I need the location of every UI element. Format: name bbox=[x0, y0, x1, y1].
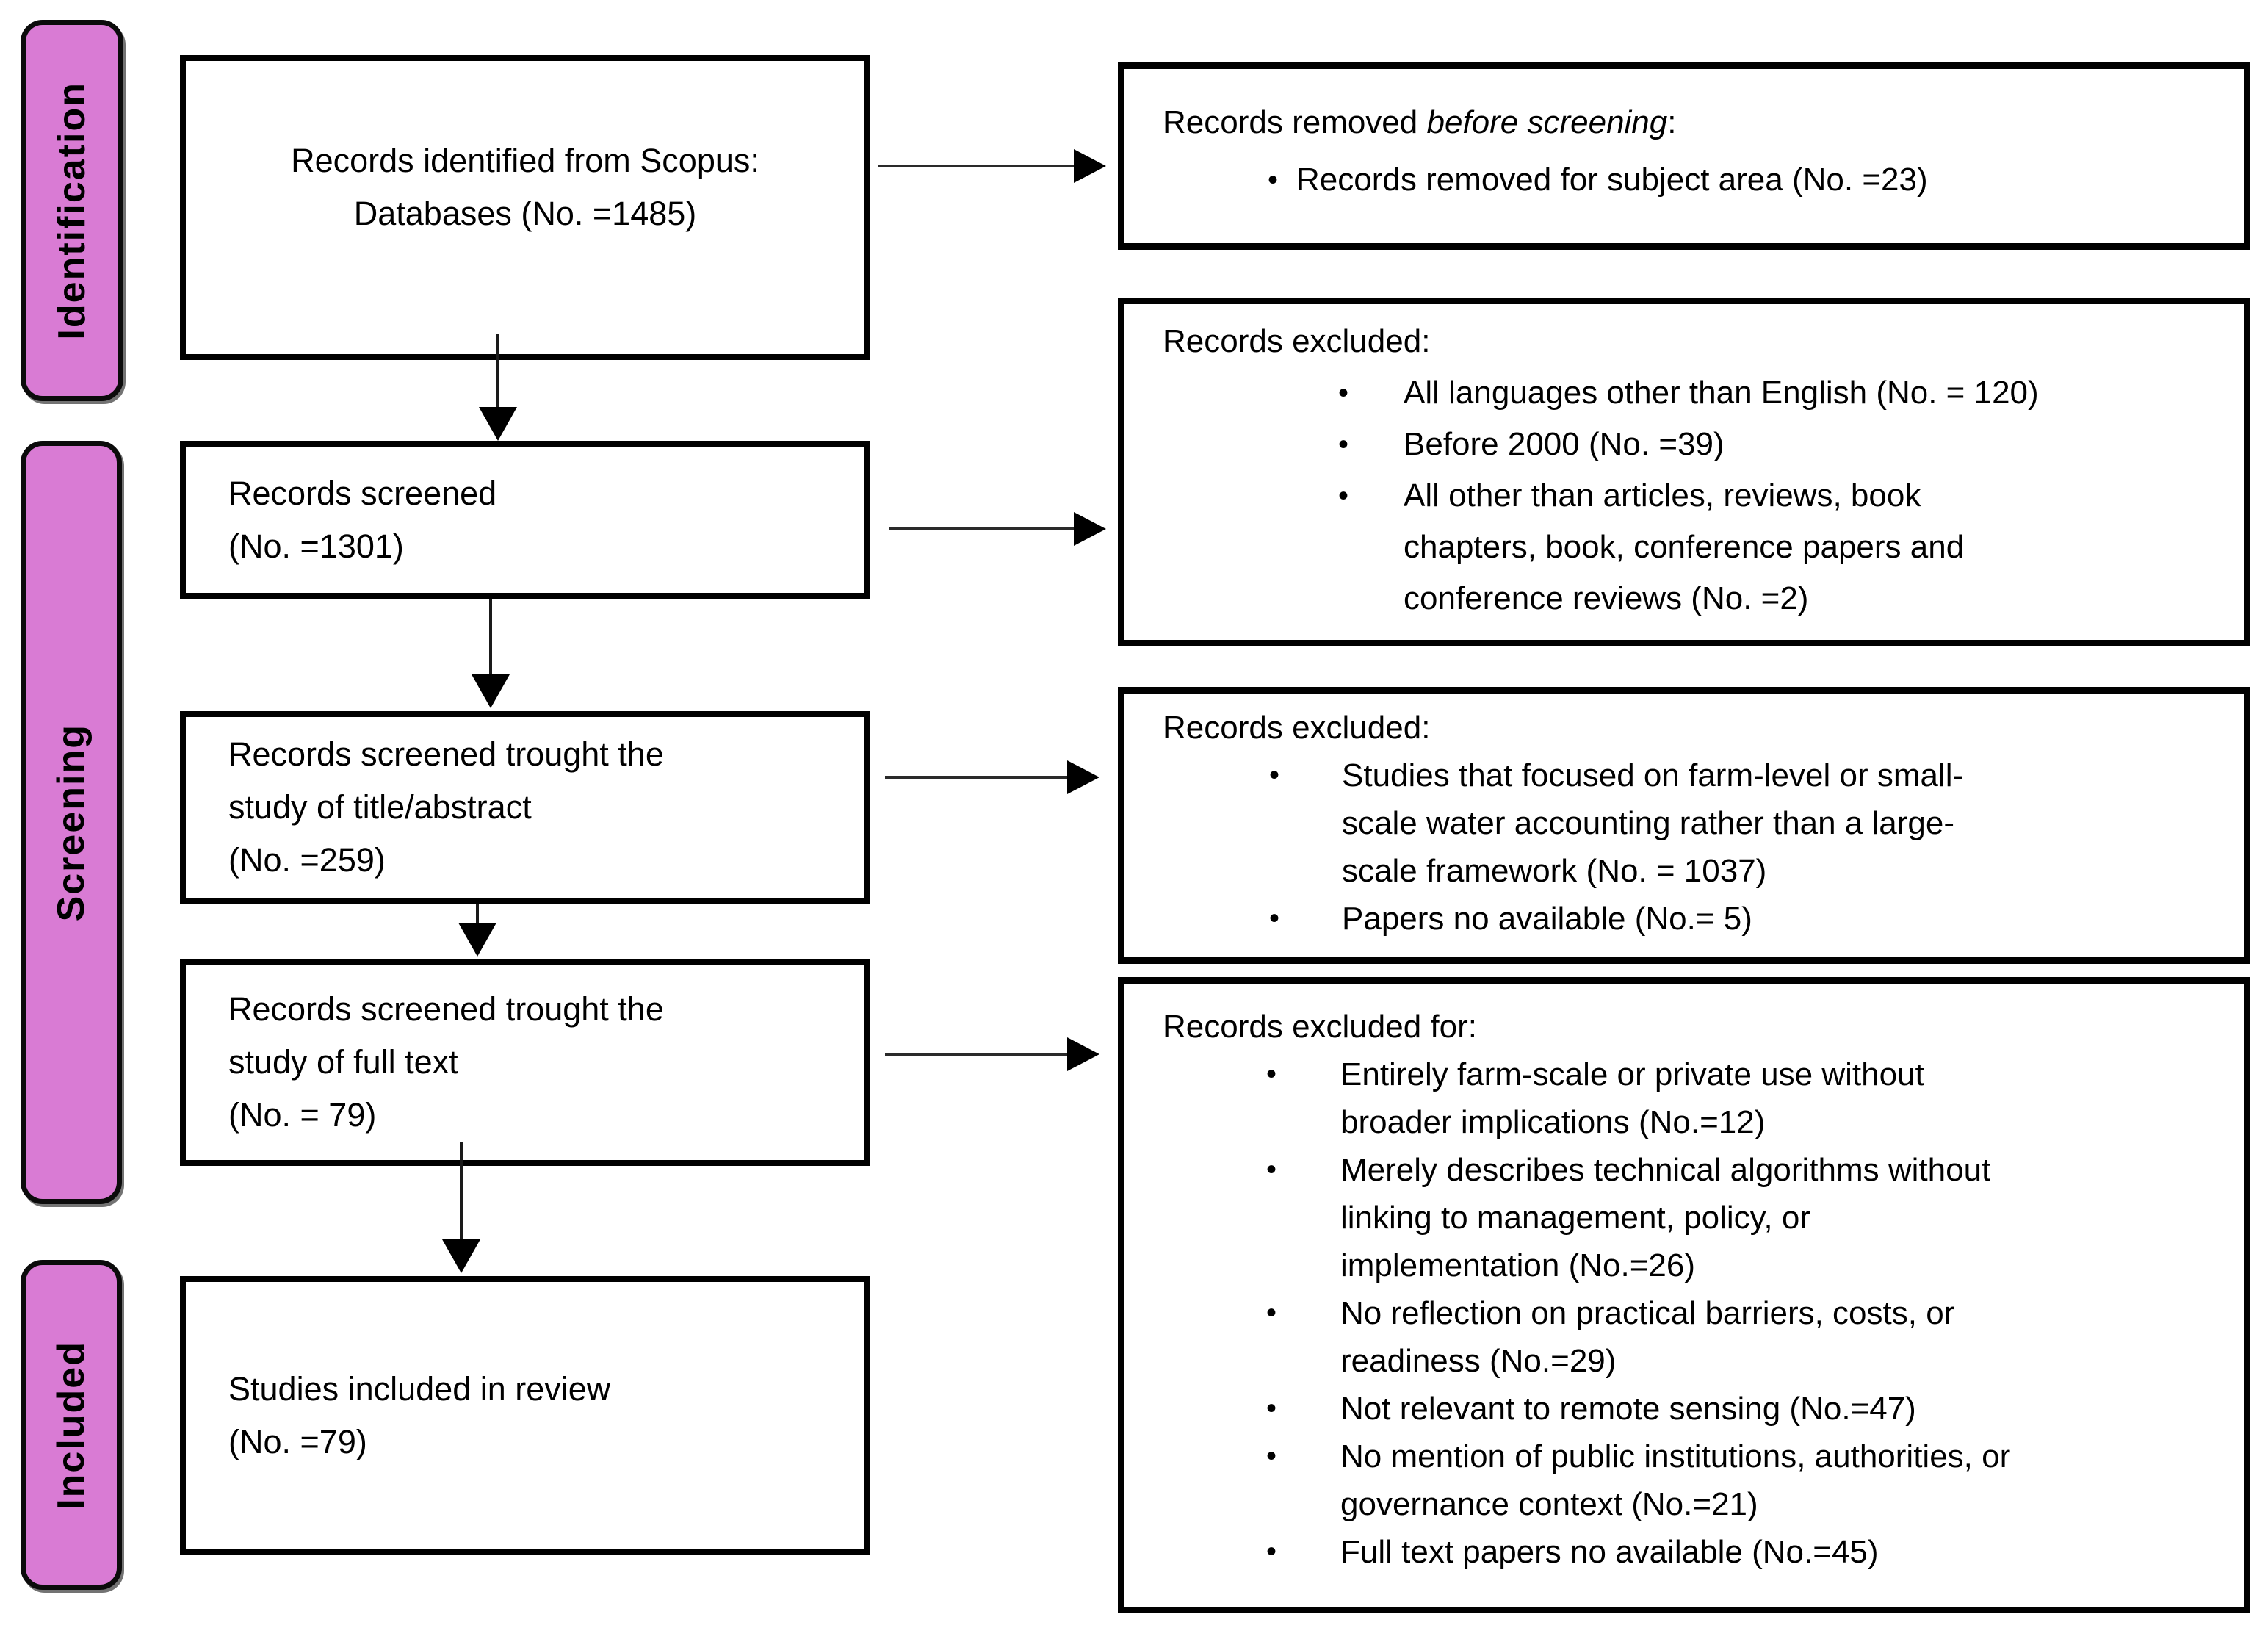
bullet-text: Merely describes technical algorithms wi… bbox=[1340, 1152, 1991, 1283]
bullet-item: • Papers no available (No.= 5) bbox=[1163, 895, 2229, 943]
flow-box-studies-included-text: Studies included in review (No. =79) bbox=[228, 1370, 611, 1460]
bullet-dot-icon: • bbox=[1268, 902, 1279, 934]
bullet-dot-icon: • bbox=[1337, 428, 1348, 461]
flow-box-records-identified-text: Records identified from Scopus: Database… bbox=[291, 142, 759, 232]
flow-box-records-screened-text: Records screened (No. =1301) bbox=[228, 474, 497, 565]
bullet-text: Papers no available (No.= 5) bbox=[1342, 901, 1752, 937]
bullet-item: • Records removed for subject area (No. … bbox=[1163, 156, 2229, 204]
stage-label-identification: Identification bbox=[21, 20, 123, 401]
arrow-down-1-head-icon bbox=[479, 407, 517, 441]
bullet-text: Records removed for subject area (No. =2… bbox=[1296, 162, 1928, 198]
exclusion-box-4-header: Records excluded for: bbox=[1163, 1009, 1477, 1045]
exclusion-box-1-header: Records removed before screening: bbox=[1163, 98, 2229, 147]
bullet-dot-icon: • bbox=[1265, 1535, 1276, 1568]
bullet-item: • No reflection on practical barriers, c… bbox=[1163, 1289, 2229, 1385]
arrow-down-4-line bbox=[460, 1142, 463, 1242]
bullet-text: Not relevant to remote sensing (No.=47) bbox=[1340, 1391, 1916, 1427]
bullet-item: • Before 2000 (No. =39) bbox=[1163, 419, 2229, 470]
bullet-dot-icon: • bbox=[1267, 164, 1278, 196]
exclusion-box-1-header-prefix: Records removed bbox=[1163, 104, 1427, 140]
bullet-dot-icon: • bbox=[1337, 377, 1348, 409]
arrow-right-2-head-icon bbox=[1074, 512, 1106, 546]
stage-label-identification-text: Identification bbox=[51, 81, 93, 340]
bullet-text: No mention of public institutions, autho… bbox=[1340, 1438, 2011, 1522]
arrow-down-3-line bbox=[476, 904, 479, 927]
bullet-dot-icon: • bbox=[1265, 1440, 1276, 1472]
exclusion-box-removed-before-screening: Records removed before screening: • Reco… bbox=[1118, 62, 2250, 250]
arrow-right-1-head-icon bbox=[1074, 149, 1106, 183]
bullet-text: All other than articles, reviews, book c… bbox=[1404, 478, 1965, 616]
stage-label-included: Included bbox=[21, 1260, 122, 1590]
arrow-right-2-line bbox=[889, 527, 1075, 530]
bullet-dot-icon: • bbox=[1337, 480, 1348, 512]
arrow-right-4-head-icon bbox=[1067, 1037, 1099, 1071]
flow-box-studies-included: Studies included in review (No. =79) bbox=[180, 1276, 870, 1555]
stage-label-included-text: Included bbox=[50, 1340, 93, 1510]
arrow-right-1-line bbox=[878, 165, 1075, 167]
exclusion-box-1-header-italic: before screening bbox=[1426, 104, 1668, 140]
exclusion-box-2-header: Records excluded: bbox=[1163, 323, 1431, 359]
arrow-right-3-head-icon bbox=[1067, 760, 1099, 794]
bullet-dot-icon: • bbox=[1268, 759, 1279, 791]
arrow-right-4-line bbox=[885, 1053, 1069, 1056]
arrow-down-4-head-icon bbox=[442, 1239, 480, 1273]
bullet-item: • No mention of public institutions, aut… bbox=[1163, 1433, 2229, 1528]
arrow-down-2-head-icon bbox=[472, 674, 510, 708]
bullet-item: • Not relevant to remote sensing (No.=47… bbox=[1163, 1385, 2229, 1433]
bullet-item: • Studies that focused on farm-level or … bbox=[1163, 752, 2229, 895]
flow-box-records-screened: Records screened (No. =1301) bbox=[180, 441, 870, 599]
bullet-text: No reflection on practical barriers, cos… bbox=[1340, 1295, 1955, 1379]
bullet-item: • All languages other than English (No. … bbox=[1163, 367, 2229, 419]
exclusion-box-records-excluded-title-abstract: Records excluded: • Studies that focused… bbox=[1118, 687, 2250, 964]
bullet-text: Before 2000 (No. =39) bbox=[1404, 426, 1725, 462]
arrow-down-1-line bbox=[496, 334, 499, 411]
stage-label-screening: Screening bbox=[21, 441, 122, 1204]
bullet-dot-icon: • bbox=[1265, 1392, 1276, 1424]
bullet-item: • Entirely farm-scale or private use wit… bbox=[1163, 1051, 2229, 1146]
exclusion-box-1-header-suffix: : bbox=[1667, 104, 1677, 140]
flow-box-title-abstract-screening: Records screened trought the study of ti… bbox=[180, 711, 870, 904]
arrow-right-3-line bbox=[885, 776, 1069, 779]
arrow-down-2-line bbox=[489, 599, 492, 677]
bullet-dot-icon: • bbox=[1265, 1153, 1276, 1186]
exclusion-box-records-excluded-full-text: Records excluded for: • Entirely farm-sc… bbox=[1118, 977, 2250, 1613]
arrow-down-3-head-icon bbox=[458, 923, 496, 957]
flow-box-title-abstract-screening-text: Records screened trought the study of ti… bbox=[228, 735, 664, 879]
bullet-text: Studies that focused on farm-level or sm… bbox=[1342, 757, 1964, 889]
bullet-dot-icon: • bbox=[1265, 1058, 1276, 1090]
bullet-text: Full text papers no available (No.=45) bbox=[1340, 1534, 1879, 1570]
exclusion-box-3-header: Records excluded: bbox=[1163, 710, 1431, 746]
bullet-dot-icon: • bbox=[1265, 1297, 1276, 1329]
stage-label-screening-text: Screening bbox=[50, 723, 93, 922]
bullet-text: All languages other than English (No. = … bbox=[1404, 375, 2039, 411]
bullet-text: Entirely farm-scale or private use witho… bbox=[1340, 1056, 1924, 1140]
bullet-item: • Full text papers no available (No.=45) bbox=[1163, 1528, 2229, 1576]
flow-box-records-identified: Records identified from Scopus: Database… bbox=[180, 55, 870, 360]
bullet-item: • Merely describes technical algorithms … bbox=[1163, 1146, 2229, 1289]
bullet-item: • All other than articles, reviews, book… bbox=[1163, 470, 2229, 624]
flow-box-full-text-screening: Records screened trought the study of fu… bbox=[180, 959, 870, 1166]
flow-box-full-text-screening-text: Records screened trought the study of fu… bbox=[228, 990, 664, 1134]
exclusion-box-records-excluded-screening: Records excluded: • All languages other … bbox=[1118, 298, 2250, 646]
